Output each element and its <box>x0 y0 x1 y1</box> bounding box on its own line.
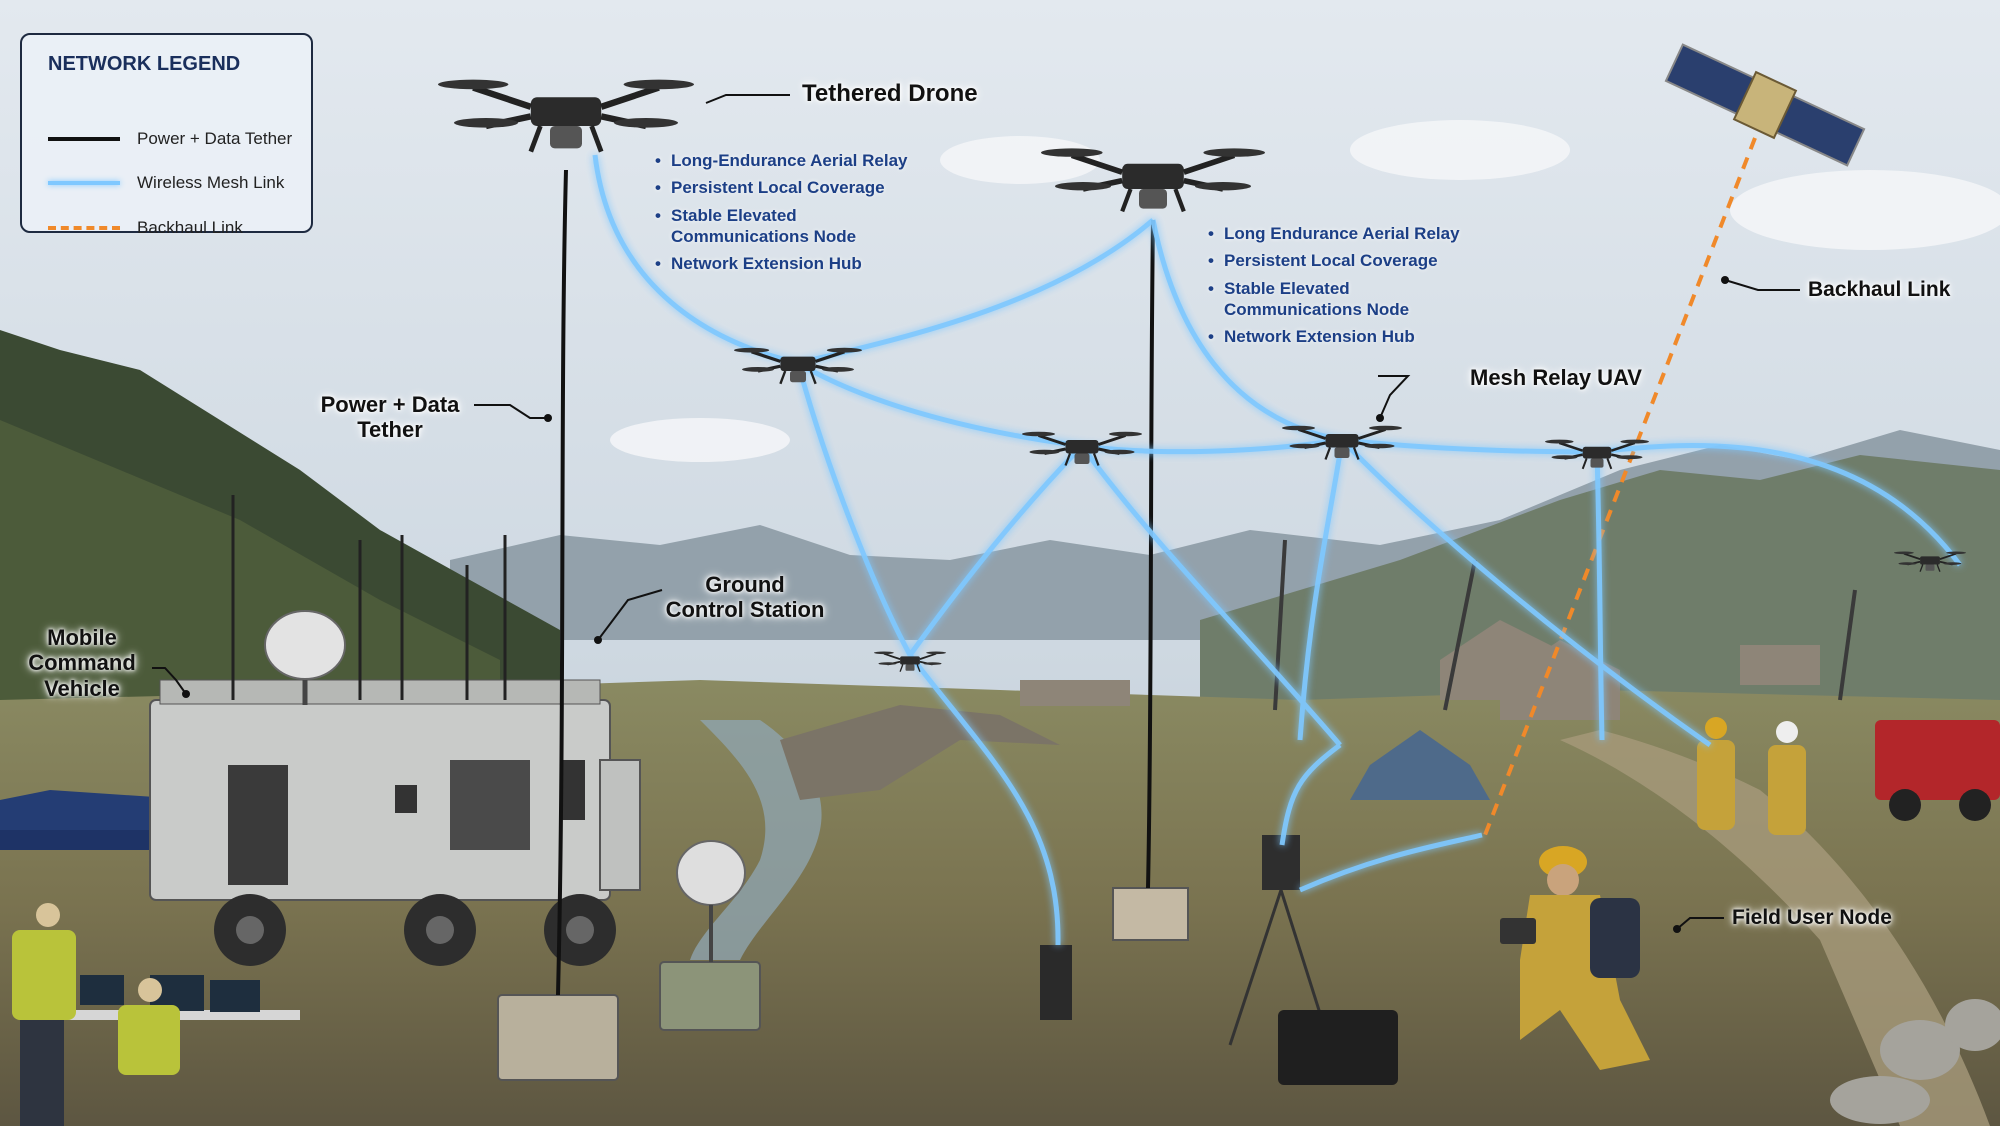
label-power-tether: Power + Data Tether <box>320 392 460 443</box>
legend-item-backhaul: Backhaul Link <box>48 216 243 240</box>
spec-item: Persistent Local Coverage <box>1208 250 1460 272</box>
label-tethered-drone: Tethered Drone <box>802 80 978 107</box>
spec-item: Network Extension Hub <box>655 253 907 275</box>
spec-item: Long-Endurance Aerial Relay <box>655 150 907 172</box>
network-legend: NETWORK LEGEND Power + Data Tether Wirel… <box>20 33 313 237</box>
label-ground-station: Ground Control Station <box>665 572 825 623</box>
legend-label-tether: Power + Data Tether <box>137 129 293 148</box>
satellite-graphic <box>1664 43 1866 167</box>
legend-label-mesh: Wireless Mesh Link <box>137 173 285 192</box>
spec-item: Network Extension Hub <box>1208 326 1460 348</box>
operator-figures <box>12 903 180 1126</box>
spec-item: Long Endurance Aerial Relay <box>1208 223 1460 245</box>
label-field-user: Field User Node <box>1732 906 1892 929</box>
backhaul-swatch <box>48 226 120 230</box>
drone-spec-list-right: Long Endurance Aerial Relay Persistent L… <box>1208 223 1460 353</box>
command-vehicle-graphic <box>149 495 641 966</box>
drone-spec-list-left: Long-Endurance Aerial Relay Persistent L… <box>655 150 907 280</box>
spec-item: Persistent Local Coverage <box>655 177 907 199</box>
label-backhaul: Backhaul Link <box>1808 278 1951 301</box>
label-mobile-command: Mobile Command Vehicle <box>28 625 136 701</box>
legend-item-tether: Power + Data Tether <box>48 127 292 151</box>
legend-item-mesh: Wireless Mesh Link <box>48 171 284 195</box>
legend-title: NETWORK LEGEND <box>48 53 241 75</box>
spec-item: Stable Elevated Communications Node <box>655 205 907 248</box>
spec-item: Stable Elevated Communications Node <box>1208 278 1460 321</box>
field-user-figure <box>1500 846 1650 1070</box>
legend-label-backhaul: Backhaul Link <box>137 218 243 237</box>
tether-swatch <box>48 137 120 141</box>
label-mesh-relay: Mesh Relay UAV <box>1470 365 1642 390</box>
mesh-swatch <box>48 181 120 185</box>
